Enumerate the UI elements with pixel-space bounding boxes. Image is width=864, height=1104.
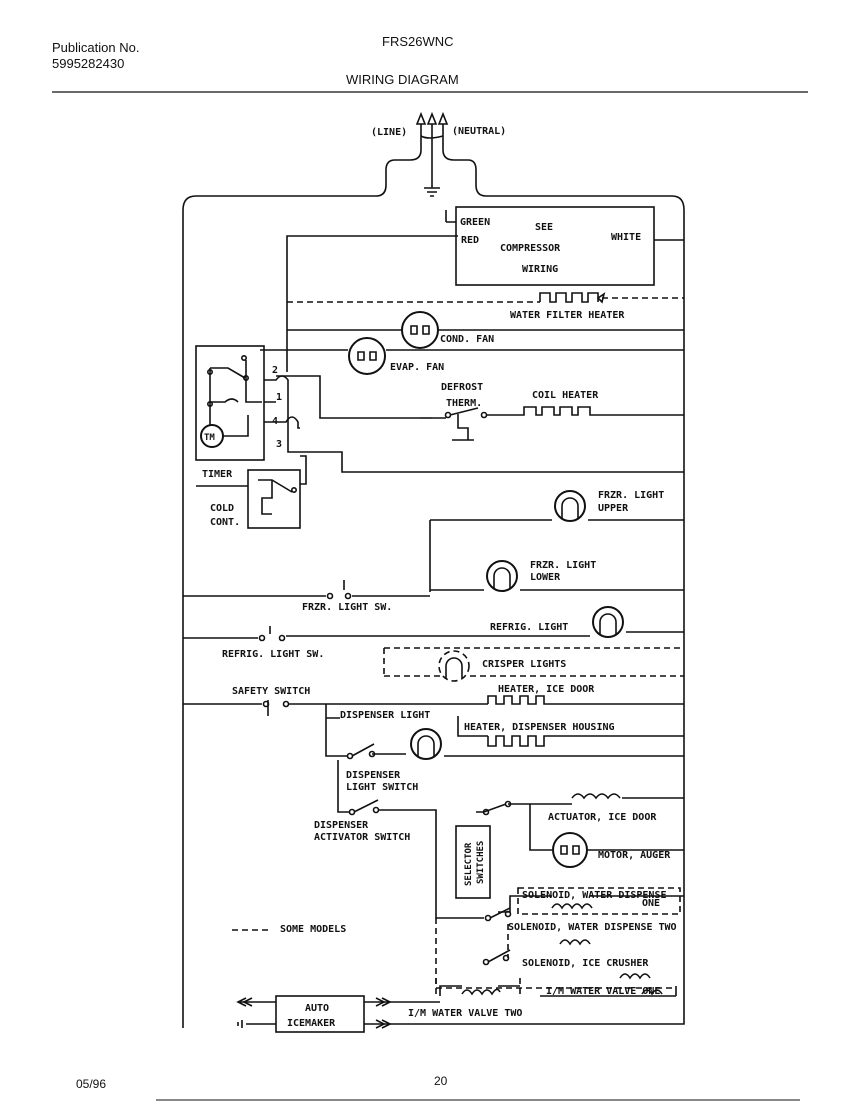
heater-ice-door-label: HEATER, ICE DOOR <box>498 684 595 695</box>
selector-switches-box <box>455 825 491 899</box>
timer-label: TIMER <box>202 469 233 480</box>
terminal-2-label: 2 <box>272 365 278 376</box>
line-label: (LINE) <box>371 127 407 138</box>
defrost-thermostat-icon <box>432 407 498 441</box>
compressor-label: COMPRESSOR <box>500 243 561 254</box>
im-water-valve-two-label: I/M WATER VALVE TWO <box>408 1008 522 1019</box>
auto-icemaker-box <box>275 995 365 1033</box>
cold-label: COLD <box>210 503 234 514</box>
dispenser-light-switch-label-2: LIGHT SWITCH <box>346 782 418 793</box>
see-label: SEE <box>535 222 553 233</box>
actuator-ice-door-label: ACTUATOR, ICE DOOR <box>548 812 657 823</box>
therm-label: THERM. <box>446 398 482 409</box>
page-title: WIRING DIAGRAM <box>346 72 459 87</box>
safety-switch-icon <box>262 700 290 716</box>
actuator-ice-door-icon <box>571 793 621 800</box>
selector-label: SELECTOR <box>464 842 474 886</box>
dispenser-light-label: DISPENSER LIGHT <box>340 710 430 721</box>
im-water-valve-one-icon <box>641 989 663 996</box>
terminal-1-label: 1 <box>276 392 282 403</box>
coil-heater-label: COIL HEATER <box>532 390 599 401</box>
defrost-label: DEFROST <box>441 382 483 393</box>
heater-ice-door-icon <box>487 695 552 705</box>
safety-switch-label: SAFETY SWITCH <box>232 686 310 697</box>
terminal-3-label: 3 <box>276 439 282 450</box>
model-number: FRS26WNC <box>382 34 454 49</box>
cond-fan-icon <box>401 311 439 349</box>
frzr-light-upper-label: FRZR. LIGHT <box>598 490 664 501</box>
terminal-4-label: 4 <box>272 416 278 427</box>
solenoid-water-dispense-two-icon <box>559 939 591 946</box>
neutral-label: (NEUTRAL) <box>452 126 506 137</box>
freezer-light-switch-icon <box>326 580 352 600</box>
crisper-lights-icon <box>438 650 470 682</box>
motor-auger-icon <box>552 832 588 868</box>
evap-fan-label: EVAP. FAN <box>390 362 444 373</box>
heater-dispenser-housing-icon <box>487 735 552 747</box>
dispenser-light-icon <box>410 728 442 760</box>
solenoid-water-dispense-one-label: ONE <box>642 898 660 909</box>
cold-control-box <box>247 469 301 529</box>
white-label: WHITE <box>611 232 641 243</box>
icemaker-label: ICEMAKER <box>287 1018 336 1029</box>
heater-dispenser-housing-label: HEATER, DISPENSER HOUSING <box>464 722 615 733</box>
solenoid-water-dispense-two-label: SOLENOID, WATER DISPENSE TWO <box>508 922 677 933</box>
switches-label: SWITCHES <box>476 841 486 884</box>
some-models-label: SOME MODELS <box>280 924 346 935</box>
dispenser-light-switch-icon <box>346 743 376 760</box>
publication-number: 5995282430 <box>52 56 125 71</box>
refrig-light-icon <box>592 606 624 638</box>
refrig-light-label: REFRIG. LIGHT <box>490 622 568 633</box>
solenoid-ice-crusher-label: SOLENOID, ICE CRUSHER <box>522 958 649 969</box>
evap-fan-icon <box>348 337 386 375</box>
dispenser-label: DISPENSER <box>314 820 369 831</box>
compressor-box <box>455 206 655 286</box>
freezer-light-lower-icon <box>486 560 518 592</box>
timer-box <box>195 345 265 461</box>
dispenser-light-switch-label-1: DISPENSER <box>346 770 401 781</box>
timer-motor-label: TM <box>204 433 215 443</box>
refrig-light-switch-icon <box>258 626 286 642</box>
water-filter-heater-label: WATER FILTER HEATER <box>510 310 625 321</box>
water-filter-heater-icon <box>539 292 599 303</box>
refrig-light-switch-label: REFRIG. LIGHT SW. <box>222 649 324 660</box>
green-label: GREEN <box>460 217 490 228</box>
activator-switch-label: ACTIVATOR SWITCH <box>314 832 410 843</box>
frzr-light-switch-label: FRZR. LIGHT SW. <box>302 602 392 613</box>
power-plug <box>182 111 685 1028</box>
dispenser-activator-switch-icon <box>348 799 380 816</box>
im-water-valve-one-label: I/M WATER VALVE ONE <box>546 986 660 997</box>
coil-heater-icon <box>498 406 684 416</box>
publication-label: Publication No. <box>52 40 140 55</box>
auto-label: AUTO <box>305 1003 329 1014</box>
footer-date: 05/96 <box>76 1077 107 1091</box>
im-water-valve-two-icon <box>461 988 501 996</box>
wiring-label: WIRING <box>522 264 558 275</box>
solenoid-water-dispense-one-icon <box>551 903 593 910</box>
solenoid-water-dispense-label: SOLENOID, WATER DISPENSE <box>522 890 667 901</box>
frzr-light-lower-label: FRZR. LIGHT <box>530 560 596 571</box>
solenoid-ice-crusher-icon <box>619 973 651 980</box>
page-number: 20 <box>434 1074 448 1088</box>
frzr-light-upper-sub: UPPER <box>598 503 629 514</box>
motor-auger-label: MOTOR, AUGER <box>598 850 671 861</box>
freezer-light-upper-icon <box>554 490 586 522</box>
cond-fan-label: COND. FAN <box>440 334 494 345</box>
crisper-lights-label: CRISPER LIGHTS <box>482 659 566 670</box>
cont-label: CONT. <box>210 517 240 528</box>
frzr-light-lower-sub: LOWER <box>530 572 561 583</box>
red-label: RED <box>461 235 479 246</box>
